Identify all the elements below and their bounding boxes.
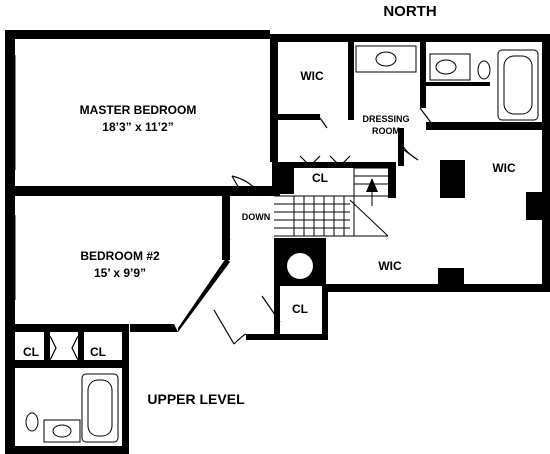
door-cl-left2 [71, 335, 79, 361]
stair-down-label: DOWN [242, 212, 271, 222]
master-bedroom-name: MASTER BEDROOM [80, 103, 197, 117]
staircase [274, 167, 389, 237]
stair-arrow-icon [366, 178, 378, 192]
door-cl-lower [261, 295, 281, 323]
wall-wic-top-right [348, 42, 354, 120]
sink-icon [375, 51, 397, 67]
dressing-room-line2: ROOM [372, 126, 400, 136]
dressing-room-line1: DRESSING [362, 114, 409, 124]
wall-master-bottom [5, 186, 280, 196]
cl-left2-label: CL [90, 345, 106, 359]
wic-center-label: WIC [378, 259, 402, 273]
wall-bath-mid [426, 82, 490, 86]
sink-icon-2 [435, 59, 457, 75]
wic-right-label: WIC [492, 161, 516, 175]
door-cl-left1 [49, 335, 57, 361]
wall-top-right [270, 34, 550, 42]
wall-cl-lower-left [274, 286, 280, 336]
cl-lower-label: CL [292, 302, 308, 316]
wall-cl-lower-right [322, 286, 328, 340]
wall-cl-left-divider [44, 330, 50, 360]
wall-bath-lower-right [122, 324, 129, 454]
cl-stair-label: CL [312, 171, 328, 185]
wall-bath-left [420, 42, 426, 108]
wall-bed2-right [222, 196, 230, 260]
door-bath-closet [419, 107, 433, 125]
level-label: UPPER LEVEL [147, 391, 245, 407]
wall-bed2-bottom [5, 324, 129, 332]
bath-top [355, 45, 539, 121]
door-cl-stair [299, 155, 351, 167]
wall-dressing-right [398, 128, 404, 166]
wall-bed2-diagonal [178, 258, 230, 332]
wall-cl-lower-bottom [246, 334, 328, 340]
wall-bottom-left [5, 446, 129, 454]
sink-lower-icon [52, 424, 72, 438]
wall-stair-left-block [272, 162, 294, 194]
wall-top-left [5, 30, 270, 39]
pillar-right [440, 160, 465, 198]
walls [5, 30, 550, 454]
bath-lower [25, 373, 119, 443]
door-hall [213, 309, 247, 345]
door-bed2-stair [222, 209, 231, 241]
bedroom2-name: BEDROOM #2 [80, 249, 160, 263]
door-wic-top [277, 115, 328, 129]
wall-right [542, 34, 550, 289]
wall-bath-lower-top [5, 360, 129, 368]
column-circle [287, 253, 313, 279]
wall-cl-left-divider2 [78, 330, 84, 360]
wall-right-notch [526, 192, 542, 220]
wall-bed2-bottom-right [130, 324, 178, 332]
wall-master-right [270, 34, 278, 162]
master-bedroom-dims: 18’3” x 11’2” [102, 120, 173, 134]
wall-left [5, 30, 15, 454]
toilet-lower-icon [25, 412, 39, 432]
cl-left1-label: CL [23, 345, 39, 359]
door-dressing [399, 131, 419, 161]
wall-stair-right [388, 162, 396, 198]
wall-cl-top [294, 162, 394, 168]
compass-label: NORTH [383, 3, 436, 20]
bedroom2-dims: 15’ x 9’9” [94, 266, 146, 280]
wall-wic-right-top [426, 122, 542, 130]
toilet-icon [477, 60, 491, 80]
wic-top-label: WIC [300, 69, 324, 83]
wall-wic-center-bottom [326, 284, 550, 292]
door-master [231, 175, 263, 197]
